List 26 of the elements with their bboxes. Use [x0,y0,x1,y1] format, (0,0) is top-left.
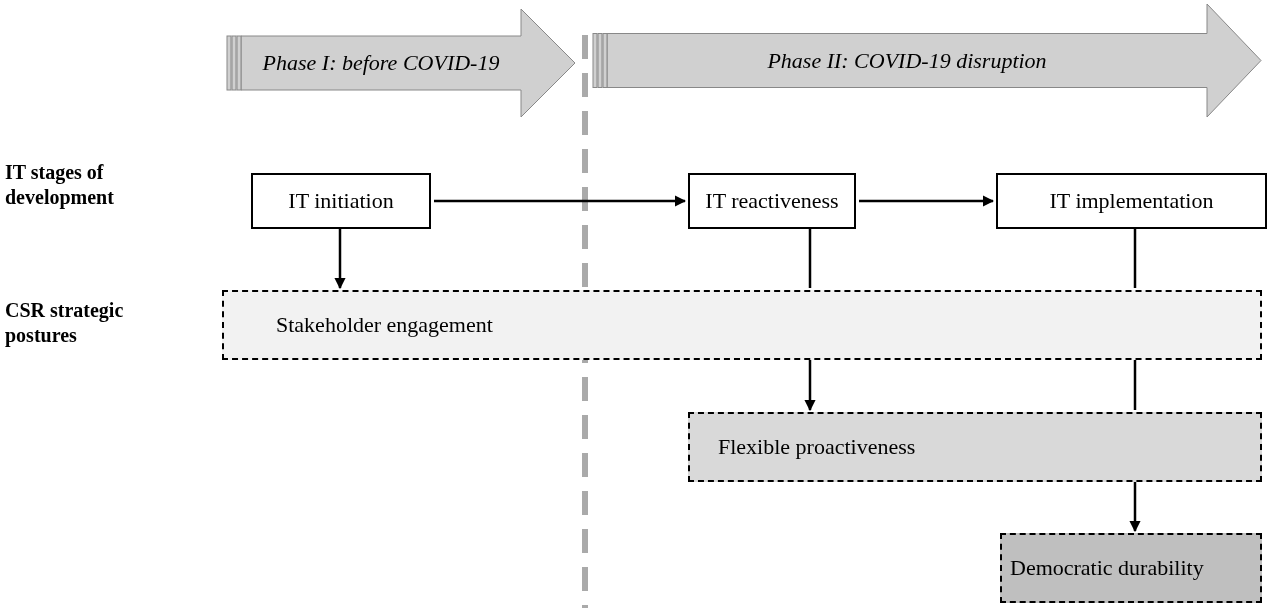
posture-label: Democratic durability [1010,555,1204,581]
arrow [804,360,816,412]
phase-arrow [226,8,576,118]
posture-label: Stakeholder engagement [276,312,493,338]
phase-label: Phase I: before COVID-19 [262,50,500,76]
stage-box [996,173,1267,229]
arrow [1129,482,1141,533]
phase-label: Phase II: COVID-19 disruption [767,47,1047,74]
connector-line [1133,229,1137,288]
row-heading: IT stages of development [5,160,115,210]
posture-box [1000,533,1262,603]
connector-line [808,229,812,288]
arrow [334,229,346,290]
posture-label: Flexible proactiveness [718,434,916,460]
posture-box [222,290,1262,360]
phase-arrow [592,3,1262,118]
stage-label: IT initiation [288,188,394,214]
stage-label: IT implementation [1049,188,1214,214]
stage-box [251,173,431,229]
stage-label: IT reactiveness [705,188,839,214]
arrow [434,195,687,207]
arrow [859,195,995,207]
row-heading: CSR strategic postures [5,298,125,348]
connector-line [1133,360,1137,410]
stage-box [688,173,856,229]
posture-box [688,412,1262,482]
